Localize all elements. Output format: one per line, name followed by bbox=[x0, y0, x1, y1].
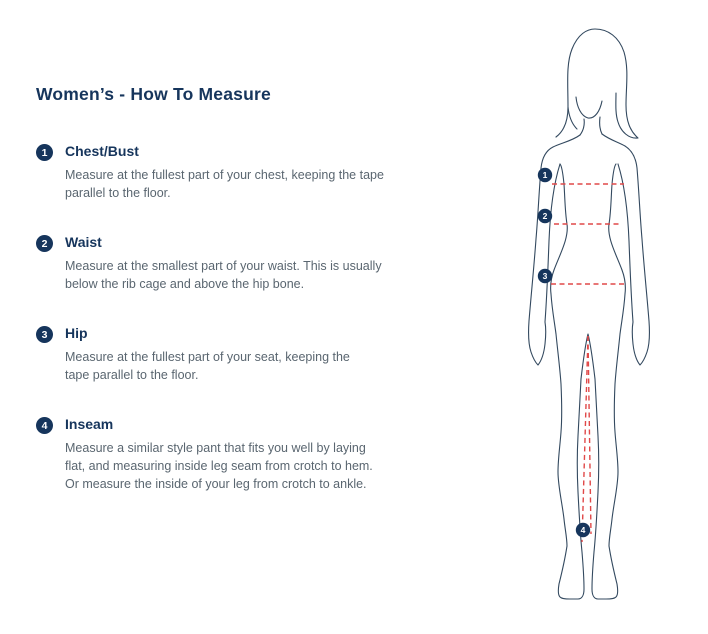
step-title: Waist bbox=[65, 234, 102, 250]
instructions-column: Women’s - How To Measure 1 Chest/Bust Me… bbox=[36, 84, 456, 525]
step-title: Inseam bbox=[65, 416, 114, 432]
marker-number: 4 bbox=[581, 525, 586, 535]
inseam-measure-line-left bbox=[581, 335, 589, 543]
step-body: Hip Measure at the fullest part of your … bbox=[65, 325, 350, 398]
step-description: Measure at the fullest part of your seat… bbox=[65, 350, 350, 382]
measure-step-hip: 3 Hip Measure at the fullest part of you… bbox=[36, 325, 456, 398]
hair-inner-strand bbox=[567, 106, 578, 130]
marker-number: 1 bbox=[543, 170, 548, 180]
marker-number: 2 bbox=[543, 211, 548, 221]
left-arm-outline bbox=[528, 134, 581, 366]
measure-step-inseam: 4 Inseam Measure a similar style pant th… bbox=[36, 416, 456, 507]
step-body: Waist Measure at the smallest part of yo… bbox=[65, 234, 382, 307]
torso-legs-outline bbox=[550, 163, 626, 600]
step-number-badge: 3 bbox=[36, 326, 53, 343]
neck-line-left bbox=[579, 118, 585, 136]
figure-marker-1: 1 bbox=[537, 167, 553, 183]
measurement-figure: 1 2 3 4 bbox=[488, 24, 690, 616]
measure-step-waist: 2 Waist Measure at the smallest part of … bbox=[36, 234, 456, 307]
marker-circle bbox=[537, 268, 553, 284]
woman-figure-svg: 1 2 3 4 bbox=[528, 28, 650, 600]
figure-marker-4: 4 bbox=[575, 522, 591, 538]
marker-circle bbox=[575, 522, 591, 538]
marker-number: 3 bbox=[543, 271, 548, 281]
step-description: Measure a similar style pant that fits y… bbox=[65, 441, 373, 491]
face-outline bbox=[575, 96, 603, 119]
step-body: Chest/Bust Measure at the fullest part o… bbox=[65, 143, 384, 216]
inseam-measure-line-right bbox=[587, 335, 592, 535]
step-number-badge: 1 bbox=[36, 144, 53, 161]
step-description: Measure at the fullest part of your ches… bbox=[65, 168, 384, 200]
step-number-badge: 2 bbox=[36, 235, 53, 252]
step-description: Measure at the smallest part of your wai… bbox=[65, 259, 382, 291]
marker-circle bbox=[537, 208, 553, 224]
hair-outline bbox=[555, 28, 639, 139]
right-arm-outline bbox=[601, 133, 650, 366]
step-title: Chest/Bust bbox=[65, 143, 139, 159]
page-title: Women’s - How To Measure bbox=[36, 84, 271, 104]
measure-step-chest: 1 Chest/Bust Measure at the fullest part… bbox=[36, 143, 456, 216]
step-body: Inseam Measure a similar style pant that… bbox=[65, 416, 373, 507]
neck-line-right bbox=[599, 116, 603, 135]
step-number-badge: 4 bbox=[36, 417, 53, 434]
figure-marker-2: 2 bbox=[537, 208, 553, 224]
figure-marker-3: 3 bbox=[537, 268, 553, 284]
marker-circle bbox=[537, 167, 553, 183]
step-title: Hip bbox=[65, 325, 88, 341]
